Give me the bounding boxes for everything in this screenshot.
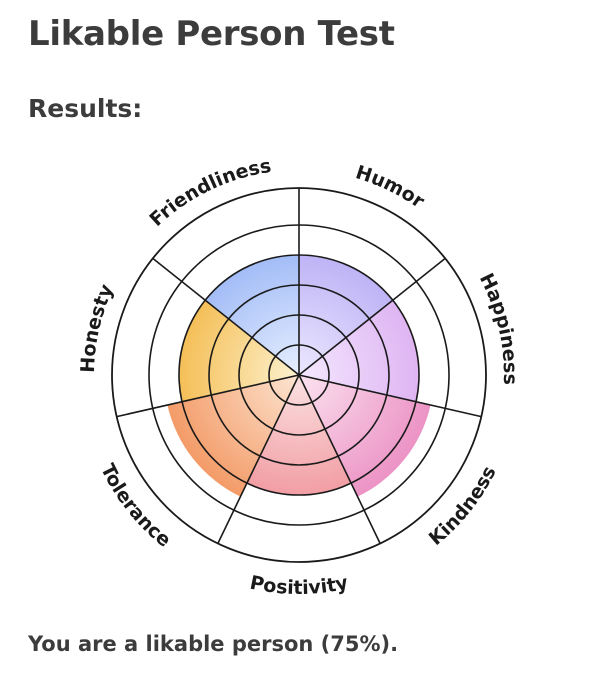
results-heading: Results: (28, 94, 143, 123)
axis-label-tolerance: Tolerance (96, 460, 175, 551)
axis-label-humor: Humor (353, 161, 429, 213)
chart-grid (111, 187, 487, 563)
spoke-line (298, 374, 381, 544)
axis-label-positivity: Positivity (248, 572, 350, 599)
result-summary: You are a likable person (75%). (28, 632, 399, 656)
sector-humor (299, 255, 393, 375)
axis-label-kindness: Kindness (425, 463, 501, 550)
spoke-line (298, 257, 446, 376)
spoke-line (217, 374, 300, 544)
spoke-line (116, 374, 300, 418)
sector-friendliness (205, 255, 299, 375)
page-title: Likable Person Test (28, 14, 395, 54)
axis-label-happiness: Happiness (475, 270, 521, 385)
spoke-line (298, 374, 482, 418)
spoke-line (152, 257, 300, 376)
